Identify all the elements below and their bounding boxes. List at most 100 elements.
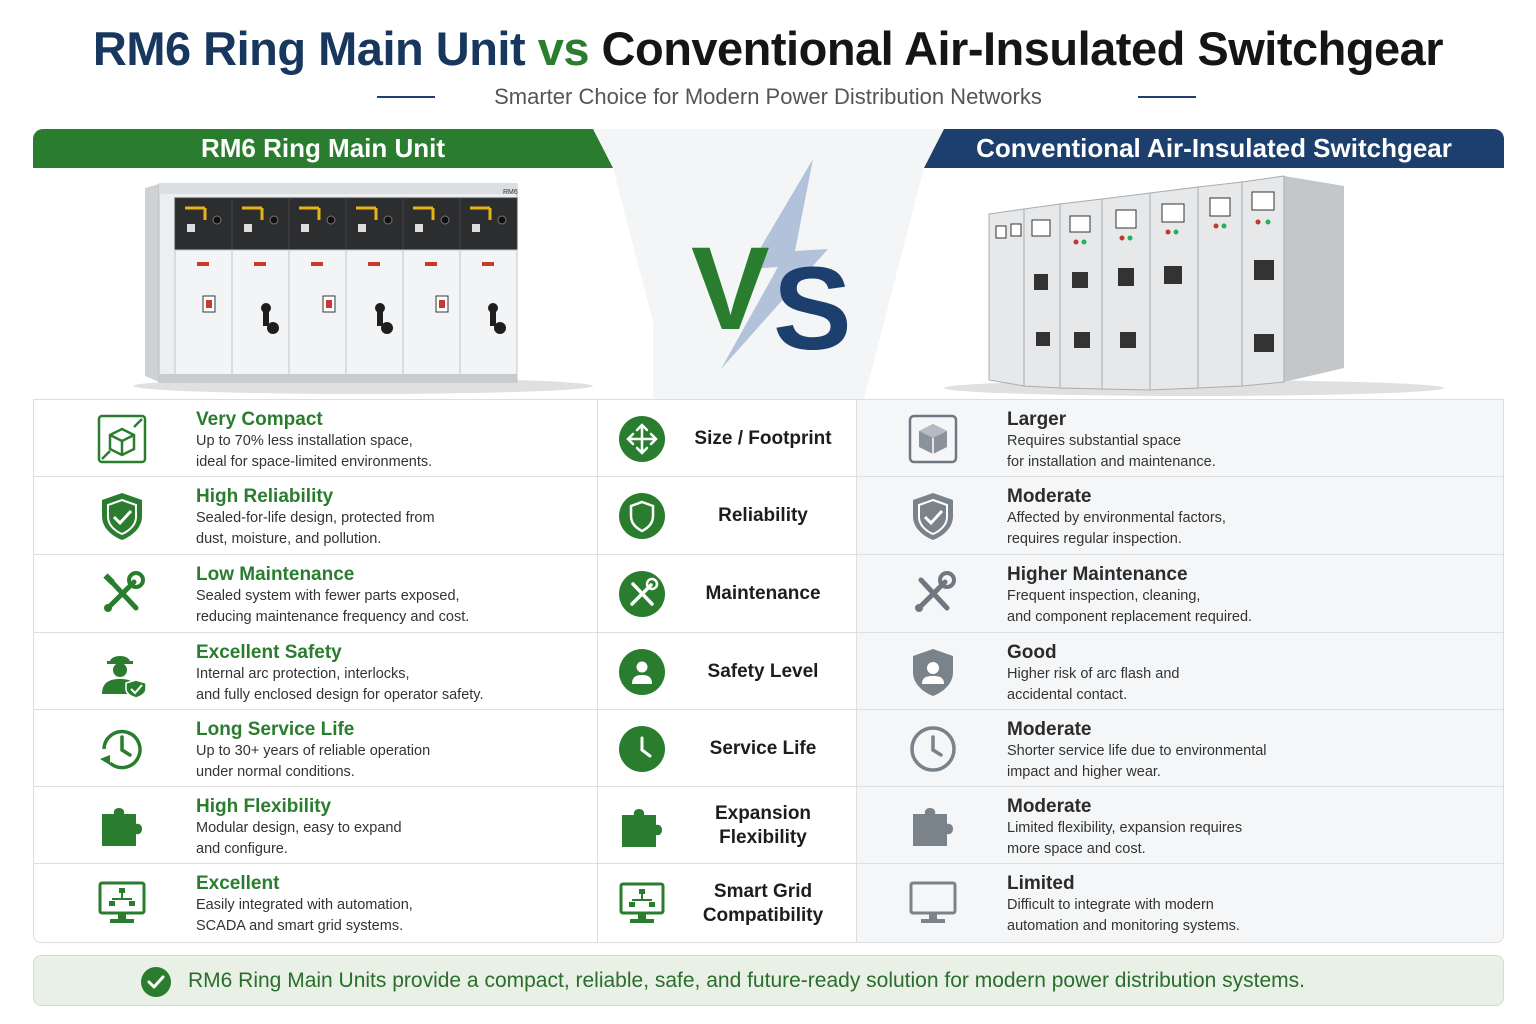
page-subtitle: Smarter Choice for Modern Power Distribu… (494, 84, 1042, 109)
conventional-heading: Moderate (1007, 719, 1092, 740)
rm6-cell: Very Compact Up to 70% less installation… (34, 400, 597, 476)
rm6-desc-line: under normal conditions. (196, 763, 355, 780)
rm6-heading: Very Compact (196, 409, 323, 430)
product-comparison-panel: RM6 Ring Main Unit Conventional Air-Insu… (33, 129, 1504, 399)
table-row: Low Maintenance Sealed system with fewer… (34, 554, 1503, 632)
conventional-switchgear-illustration (864, 168, 1504, 399)
conventional-cell: Larger Requires substantial space for in… (857, 400, 1503, 476)
table-row: Long Service Life Up to 30+ years of rel… (34, 709, 1503, 786)
conventional-heading: Moderate (1007, 796, 1092, 817)
table-row: High Reliability Sealed-for-life design,… (34, 476, 1503, 554)
vs-emblem: V S (673, 149, 883, 379)
comparison-table: Very Compact Up to 70% less installation… (33, 399, 1504, 943)
conventional-heading: Larger (1007, 409, 1067, 430)
conventional-cell: Moderate Limited flexibility, expansion … (857, 787, 1503, 863)
rm6-desc-line: reducing maintenance frequency and cost. (196, 608, 470, 625)
conventional-heading: Limited (1007, 873, 1075, 894)
rm6-desc-line: ideal for space-limited environments. (196, 453, 433, 470)
criterion-label: Safety Level (707, 661, 819, 682)
rm6-cell: Low Maintenance Sealed system with fewer… (34, 555, 597, 632)
worker-icon (619, 649, 665, 695)
rm6-desc-line: and fully enclosed design for operator s… (196, 686, 484, 703)
rm6-unit-image: RM6 (133, 183, 593, 394)
conventional-desc-line: requires regular inspection. (1007, 530, 1182, 547)
table-row: Excellent Easily integrated with automat… (34, 863, 1503, 942)
rm6-desc-line: dust, moisture, and pollution. (196, 530, 382, 547)
conventional-cell: Moderate Affected by environmental facto… (857, 477, 1503, 554)
summary-text: RM6 Ring Main Units provide a compact, r… (188, 969, 1306, 992)
criterion-label: Service Life (709, 738, 817, 759)
vs-letter-s: S (773, 243, 852, 375)
conventional-panel-header: Conventional Air-Insulated Switchgear (924, 129, 1504, 168)
conventional-desc-line: and component replacement required. (1007, 608, 1253, 625)
rm6-desc-line: and configure. (196, 840, 288, 857)
table-row: Excellent Safety Internal arc protection… (34, 632, 1503, 709)
rm6-desc-line: Easily integrated with automation, (196, 897, 413, 913)
puzzle-icon (913, 808, 953, 846)
rm6-cell: Excellent Easily integrated with automat… (34, 864, 597, 942)
puzzle-icon (622, 809, 662, 847)
vs-letter-v: V (691, 223, 770, 355)
check-circle-icon (141, 967, 171, 997)
tools-icon (915, 571, 956, 612)
rm6-desc-line: SCADA and smart grid systems. (196, 917, 404, 934)
monitor-network-icon (98, 881, 146, 923)
shield-check-icon (913, 493, 953, 540)
subtitle-rule-left (377, 96, 435, 98)
criterion-label: Reliability (718, 505, 808, 526)
rm6-cell: High Flexibility Modular design, easy to… (34, 787, 597, 863)
rm6-desc-line: Sealed system with fewer parts exposed, (196, 588, 460, 604)
conventional-desc-line: automation and monitoring systems. (1007, 917, 1240, 934)
worker-shield-icon (102, 656, 147, 698)
conventional-desc-line: for installation and maintenance. (1007, 453, 1216, 470)
clock-icon (619, 726, 665, 772)
conventional-desc-line: accidental contact. (1007, 686, 1128, 703)
conventional-cell: Limited Difficult to integrate with mode… (857, 864, 1503, 942)
vs-lightning-icon: V S (691, 159, 852, 375)
conventional-heading: Higher Maintenance (1007, 564, 1188, 585)
cube-icon (908, 414, 958, 464)
criterion-cell: Safety Level (597, 633, 857, 709)
criterion-label-line: Smart Grid (713, 881, 813, 902)
conventional-heading: Good (1007, 642, 1057, 663)
title-conventional: Conventional Air-Insulated Switchgear (601, 22, 1444, 75)
rm6-desc-line: Up to 70% less installation space, (196, 433, 413, 449)
criterion-label: Maintenance (705, 583, 821, 604)
shield-icon (619, 493, 665, 539)
conventional-desc-line: Limited flexibility, expansion requires (1007, 820, 1243, 836)
criterion-label-line: Flexibility (719, 827, 807, 848)
conventional-desc-line: Shorter service life due to environmenta… (1007, 743, 1267, 759)
rm6-heading: High Flexibility (196, 796, 332, 817)
puzzle-icon (102, 808, 142, 846)
criterion-label: Size / Footprint (694, 428, 832, 449)
rm6-desc-line: Internal arc protection, interlocks, (196, 666, 410, 682)
move-arrows-icon (619, 416, 665, 462)
rm6-desc-line: Up to 30+ years of reliable operation (196, 743, 431, 759)
rm6-heading: Long Service Life (196, 719, 355, 740)
summary-banner: RM6 Ring Main Units provide a compact, r… (33, 955, 1504, 1006)
conventional-cell: Good Higher risk of arc flash and accide… (857, 633, 1503, 709)
clock-history-icon (100, 729, 142, 770)
conventional-cell: Moderate Shorter service life due to env… (857, 710, 1503, 786)
rm6-desc-line: Sealed-for-life design, protected from (196, 510, 435, 526)
criterion-cell: Reliability (597, 477, 857, 554)
rm6-cell: Excellent Safety Internal arc protection… (34, 633, 597, 709)
worker-shield-icon (913, 649, 953, 696)
rm6-heading: Excellent Safety (196, 642, 342, 663)
tools-icon (103, 571, 145, 612)
conventional-desc-line: Affected by environmental factors, (1007, 510, 1226, 526)
criterion-label-line: Compatibility (702, 905, 824, 926)
conventional-desc-line: more space and cost. (1007, 840, 1146, 857)
title-vs: vs (537, 22, 590, 75)
rm6-heading: Low Maintenance (196, 564, 355, 585)
criterion-label-line: Expansion (714, 803, 812, 824)
tools-icon (619, 571, 665, 617)
page-title: RM6 Ring Main Unit vs Conventional Air-I… (0, 18, 1536, 80)
subtitle-rule-right (1138, 96, 1196, 98)
table-row: Very Compact Up to 70% less installation… (34, 399, 1503, 476)
compact-box-icon (97, 414, 147, 464)
rm6-unit-illustration: RM6 (33, 168, 653, 399)
